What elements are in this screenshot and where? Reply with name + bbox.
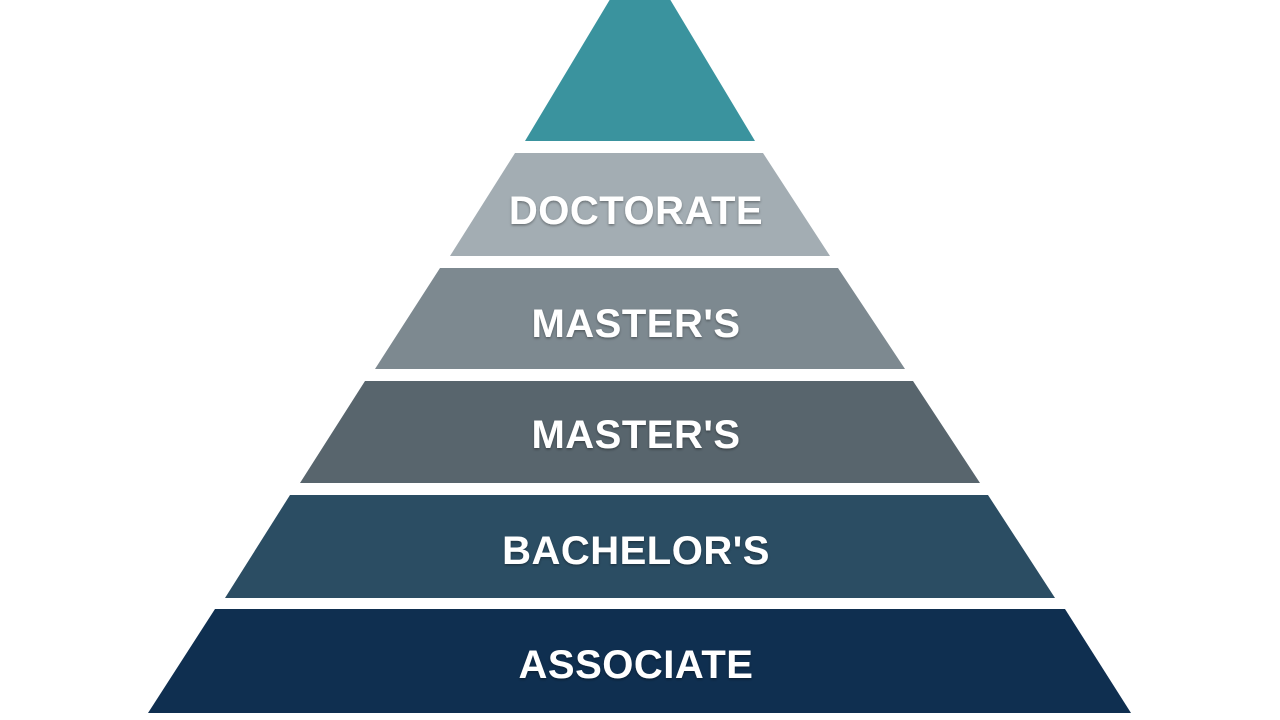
pyramid-tier-masters-lower xyxy=(300,381,980,483)
tier-label-bachelors: BACHELOR'S xyxy=(502,529,770,573)
pyramid-apex xyxy=(525,0,755,141)
tier-label-associate: ASSOCIATE xyxy=(519,643,754,687)
pyramid-tier-masters-upper xyxy=(375,268,905,369)
pyramid-tier-doctorate xyxy=(450,153,830,256)
tier-label-doctorate: DOCTORATE xyxy=(509,189,763,233)
tier-label-masters-lower: MASTER'S xyxy=(531,413,740,457)
pyramid-tier-associate xyxy=(148,609,1131,713)
pyramid-tier-bachelors xyxy=(225,495,1055,598)
tier-label-masters-upper: MASTER'S xyxy=(531,302,740,346)
